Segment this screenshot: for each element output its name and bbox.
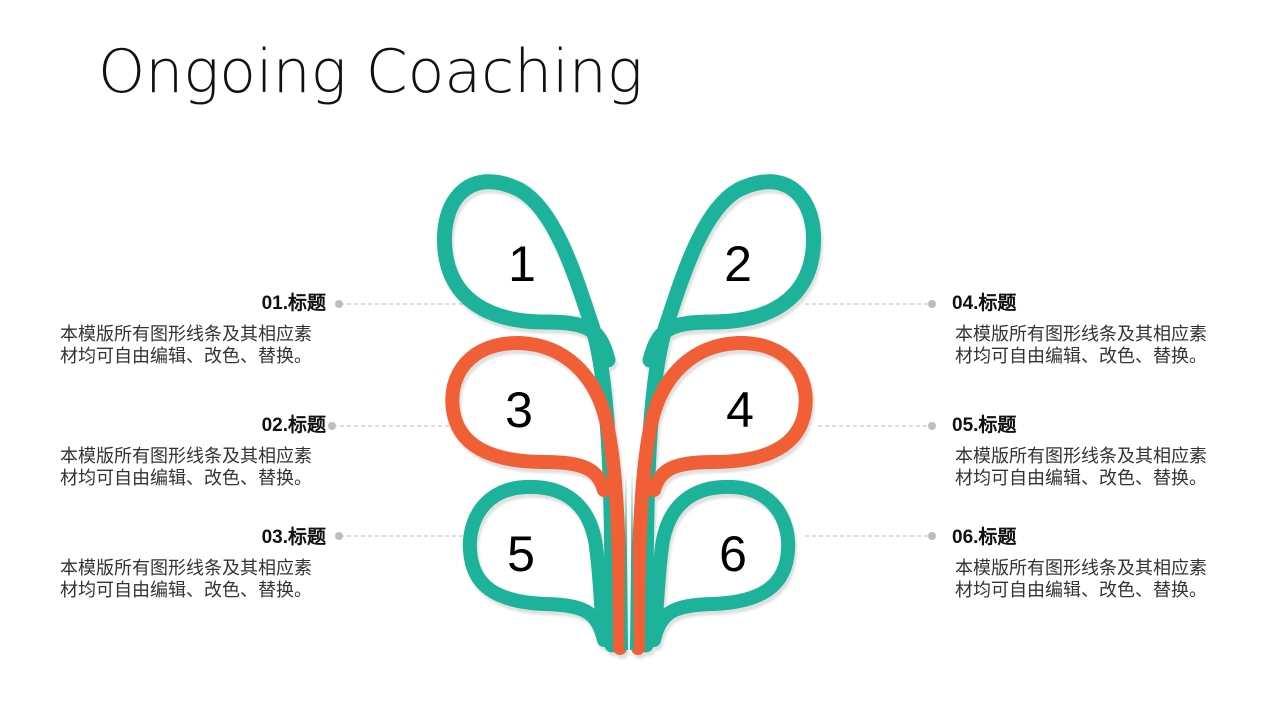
item-01: 01.标题 本模版所有图形线条及其相应素 材均可自由编辑、改色、替换。 (46, 292, 326, 367)
petal-6-shape (647, 479, 796, 647)
connector-dots (328, 300, 936, 540)
petal-number-3: 3 (505, 382, 533, 438)
item-description: 本模版所有图形线条及其相应素 材均可自由编辑、改色、替换。 (46, 557, 326, 601)
desc-line-2: 材均可自由编辑、改色、替换。 (955, 346, 1207, 366)
petal-number-5: 5 (507, 526, 535, 582)
item-heading: 02.标题 (261, 415, 326, 436)
desc-line-2: 材均可自由编辑、改色、替换。 (60, 580, 312, 600)
item-description: 本模版所有图形线条及其相应素 材均可自由编辑、改色、替换。 (46, 445, 326, 489)
slide-title: Ongoing Coaching (98, 37, 643, 107)
connector-lines (333, 303, 930, 537)
desc-line-1: 本模版所有图形线条及其相应素 (60, 446, 312, 466)
desc-line-2: 材均可自由编辑、改色、替换。 (60, 468, 312, 488)
item-heading: 04.标题 (952, 293, 1017, 314)
desc-line-1: 本模版所有图形线条及其相应素 (955, 324, 1207, 344)
central-stems (607, 470, 651, 650)
petal-4-shape (631, 335, 813, 655)
petal-3-shape (445, 335, 627, 655)
item-description: 本模版所有图形线条及其相应素 材均可自由编辑、改色、替换。 (46, 323, 326, 367)
desc-line-1: 本模版所有图形线条及其相应素 (955, 446, 1207, 466)
item-description: 本模版所有图形线条及其相应素 材均可自由编辑、改色、替换。 (952, 557, 1232, 601)
desc-line-1: 本模版所有图形线条及其相应素 (60, 324, 312, 344)
desc-line-1: 本模版所有图形线条及其相应素 (60, 558, 312, 578)
item-description: 本模版所有图形线条及其相应素 材均可自由编辑、改色、替换。 (952, 445, 1232, 489)
item-05: 05.标题 本模版所有图形线条及其相应素 材均可自由编辑、改色、替换。 (952, 414, 1232, 489)
item-03: 03.标题 本模版所有图形线条及其相应素 材均可自由编辑、改色、替换。 (46, 526, 326, 601)
petal-number-4: 4 (726, 382, 754, 438)
petal-number-6: 6 (719, 526, 747, 582)
item-heading: 03.标题 (261, 527, 326, 548)
item-06: 06.标题 本模版所有图形线条及其相应素 材均可自由编辑、改色、替换。 (952, 526, 1232, 601)
item-04: 04.标题 本模版所有图形线条及其相应素 材均可自由编辑、改色、替换。 (952, 292, 1232, 367)
desc-line-2: 材均可自由编辑、改色、替换。 (60, 346, 312, 366)
desc-line-2: 材均可自由编辑、改色、替换。 (955, 468, 1207, 488)
item-heading: 06.标题 (952, 527, 1017, 548)
item-heading: 05.标题 (952, 415, 1017, 436)
petal-number-2: 2 (724, 236, 752, 292)
item-heading: 01.标题 (261, 293, 326, 314)
item-description: 本模版所有图形线条及其相应素 材均可自由编辑、改色、替换。 (952, 323, 1232, 367)
petal-5-shape (462, 479, 611, 647)
item-02: 02.标题 本模版所有图形线条及其相应素 材均可自由编辑、改色、替换。 (46, 414, 326, 489)
petal-number-1: 1 (508, 236, 536, 292)
desc-line-2: 材均可自由编辑、改色、替换。 (955, 580, 1207, 600)
desc-line-1: 本模版所有图形线条及其相应素 (955, 558, 1207, 578)
